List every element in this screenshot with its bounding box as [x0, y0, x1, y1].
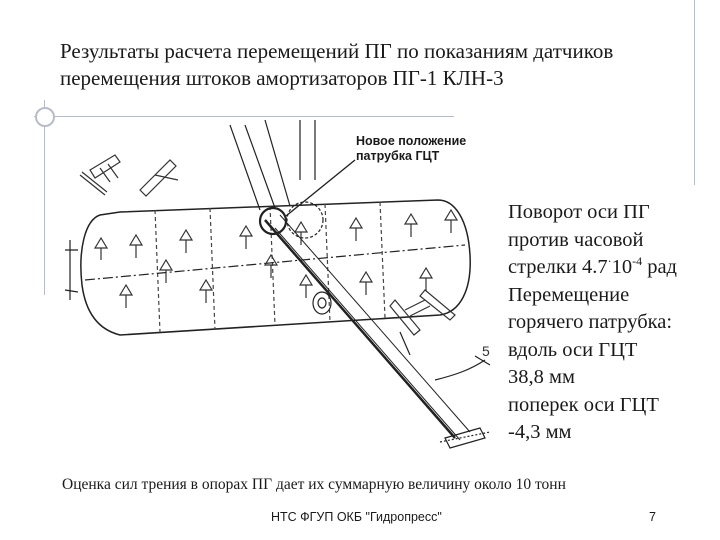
dimension-label: 5 [482, 343, 490, 359]
across-axis-value: -4,3 мм [508, 421, 572, 443]
rotation-unit: рад [642, 256, 677, 278]
results-text: Поворот оси ПГ против часовой стрелки 4.… [508, 199, 718, 447]
frame-corner-circle [35, 107, 55, 127]
rotation-exponent: -4 [632, 254, 643, 268]
footer-organization: НТС ФГУП ОКБ "Гидропресс" [271, 510, 442, 524]
rotation-line-1: Поворот оси ПГ [508, 201, 650, 223]
rotation-line-3: стрелки 4.7·10-4 рад [508, 254, 718, 282]
displacement-heading-2: горячего патрубка: [508, 311, 673, 333]
rotation-dot: · [607, 254, 612, 268]
callout-label: Новое положение патрубка ГЦТ [356, 134, 467, 163]
steam-generator-drawing [64, 120, 491, 449]
rotation-base: 10 [611, 256, 633, 278]
page-number: 7 [649, 510, 656, 524]
across-axis-label: поперек оси ГЦТ [508, 393, 659, 416]
frame-right-line [694, 0, 695, 185]
rotation-prefix: стрелки 4.7 [508, 256, 608, 278]
friction-note: Оценка сил трения в опорах ПГ дает их су… [62, 476, 566, 493]
slide-title: Результаты расчета перемещений ПГ по пок… [60, 39, 614, 90]
frame-left-line [44, 100, 45, 295]
along-axis-value: 38,8 мм [508, 366, 575, 388]
along-axis-label: вдоль оси ГЦТ [508, 338, 638, 361]
frame-top-line [34, 116, 454, 117]
displacement-heading-1: Перемещение [508, 283, 630, 306]
rotation-line-2: против часовой [508, 228, 644, 251]
